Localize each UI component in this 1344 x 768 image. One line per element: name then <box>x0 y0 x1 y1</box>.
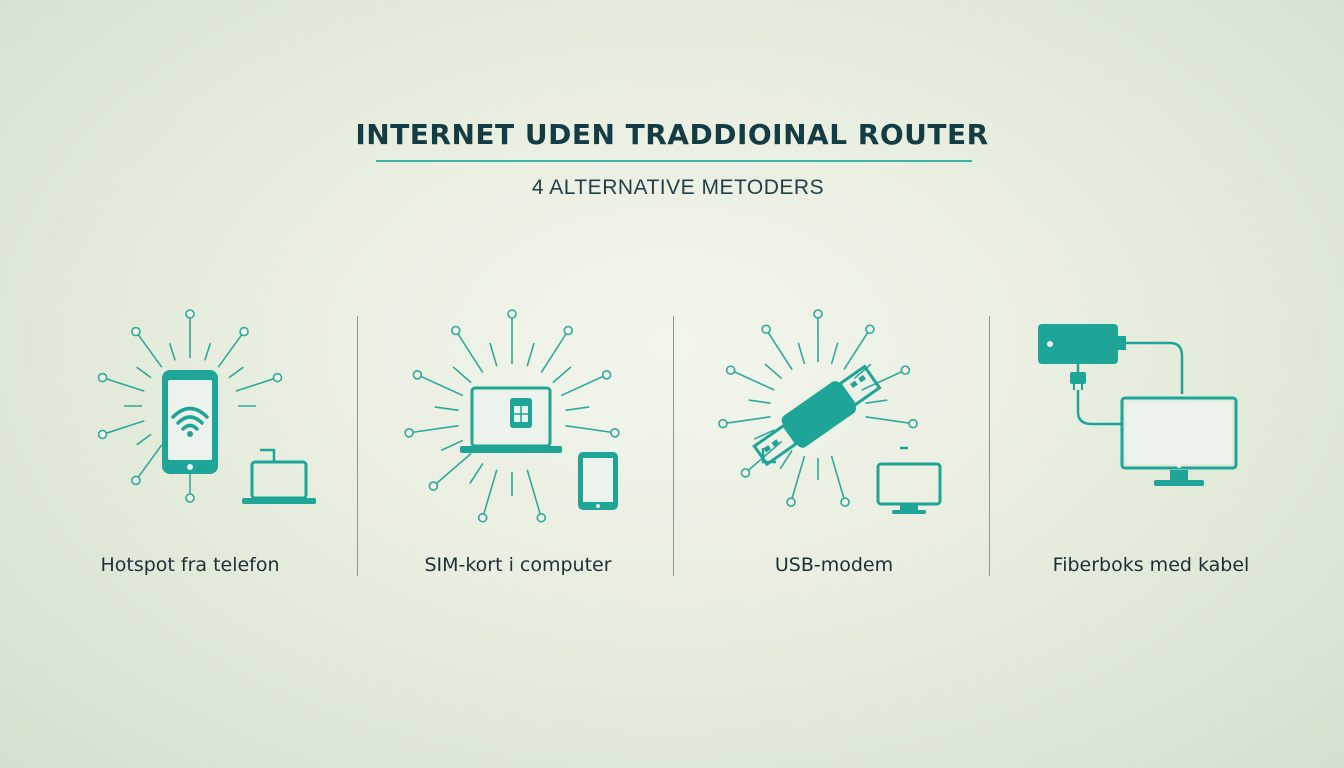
connector-ray <box>106 378 145 392</box>
connector-ray <box>469 462 484 485</box>
connector-ray <box>830 342 839 365</box>
connector-ray <box>526 469 541 515</box>
connector-ray <box>779 449 793 470</box>
connector-ray <box>767 332 793 371</box>
connector-ray <box>797 342 806 365</box>
page-title: INTERNET UDEN TRADDIOINAL ROUTER <box>355 118 989 151</box>
connector-node <box>507 309 517 319</box>
connector-ray <box>228 366 244 379</box>
connector-ray <box>420 375 464 397</box>
connector-ray <box>865 416 910 424</box>
rays <box>404 309 620 523</box>
connector-ray <box>853 363 872 380</box>
connector-ray <box>136 366 152 379</box>
connector-node <box>412 369 423 380</box>
connector-ray <box>435 452 472 485</box>
method-label-hotspot: Hotspot fra telefon <box>100 554 280 576</box>
connector-ray <box>753 429 775 440</box>
connector-ray <box>235 378 274 392</box>
connector-node <box>239 326 249 337</box>
connector-ray <box>412 424 459 434</box>
wifi-icon <box>171 406 209 431</box>
divider-3 <box>989 316 990 576</box>
connector-node <box>840 497 850 507</box>
connector-node <box>97 429 108 440</box>
connector-node <box>900 365 911 375</box>
laptop-sim-icon <box>404 309 620 523</box>
connector-node <box>536 512 547 523</box>
fiber-box-icon <box>1038 324 1238 486</box>
plug-icon <box>1070 372 1086 384</box>
connector-ray <box>726 416 771 424</box>
connector-node <box>601 369 612 380</box>
connector-ray <box>526 342 535 367</box>
connector-ray <box>565 424 612 434</box>
connector-node <box>131 326 141 337</box>
connector-ray <box>457 333 484 374</box>
connector-ray <box>440 439 464 452</box>
divider-2 <box>673 316 674 576</box>
connector-ray <box>136 433 152 446</box>
connector-node <box>185 309 195 319</box>
connector-node <box>761 324 771 335</box>
connector-ray <box>137 334 163 368</box>
method-label-fiber: Fiberboks med kabel <box>1052 554 1250 576</box>
method-label-sim: SIM-kort i computer <box>424 554 612 576</box>
connector-node <box>740 468 751 478</box>
title-underline <box>376 160 972 162</box>
connector-node <box>563 325 574 336</box>
rays <box>97 309 283 503</box>
connector-ray <box>168 342 176 361</box>
fiber-box <box>1038 324 1118 364</box>
connector-ray <box>830 455 845 499</box>
connector-ray <box>483 469 498 515</box>
connector-node <box>610 428 620 438</box>
connector-node <box>272 372 283 383</box>
connector-ray <box>861 371 903 391</box>
connector-ray <box>137 444 163 478</box>
connector-ray <box>106 420 145 434</box>
connector-node <box>185 493 195 503</box>
connector-node <box>718 418 728 429</box>
connector-ray <box>540 333 567 374</box>
connector-node <box>813 309 823 319</box>
connector-node <box>725 365 736 375</box>
connector-ray <box>565 406 590 412</box>
connector-node <box>477 512 488 523</box>
connector-node <box>97 372 108 383</box>
connector-node <box>404 428 414 438</box>
connector-node <box>786 497 796 507</box>
rays <box>718 309 918 507</box>
connector-node <box>865 324 875 335</box>
connector-ray <box>791 455 806 499</box>
connector-ray <box>560 375 604 397</box>
connector-node <box>131 475 141 486</box>
connector-ray <box>865 399 888 404</box>
usb-modem-icon <box>718 309 942 514</box>
connector-node <box>450 325 461 336</box>
connector-ray <box>733 371 775 391</box>
method-label-usb: USB-modem <box>774 554 894 576</box>
connector-ray <box>748 399 771 404</box>
connector-ray <box>764 363 783 380</box>
divider-1 <box>357 316 358 576</box>
connector-ray <box>452 366 472 384</box>
connector-ray <box>217 334 243 368</box>
page-subtitle: 4 ALTERNATIVE METODERS <box>531 176 825 199</box>
connector-node <box>908 418 918 429</box>
connector-ray <box>434 406 459 412</box>
connector-ray <box>843 332 869 371</box>
phone-hotspot-icon <box>97 309 316 504</box>
connector-ray <box>204 342 212 361</box>
connector-ray <box>552 366 572 384</box>
connector-ray <box>489 342 498 367</box>
connector-node <box>428 481 439 491</box>
connector-ray <box>747 440 783 471</box>
